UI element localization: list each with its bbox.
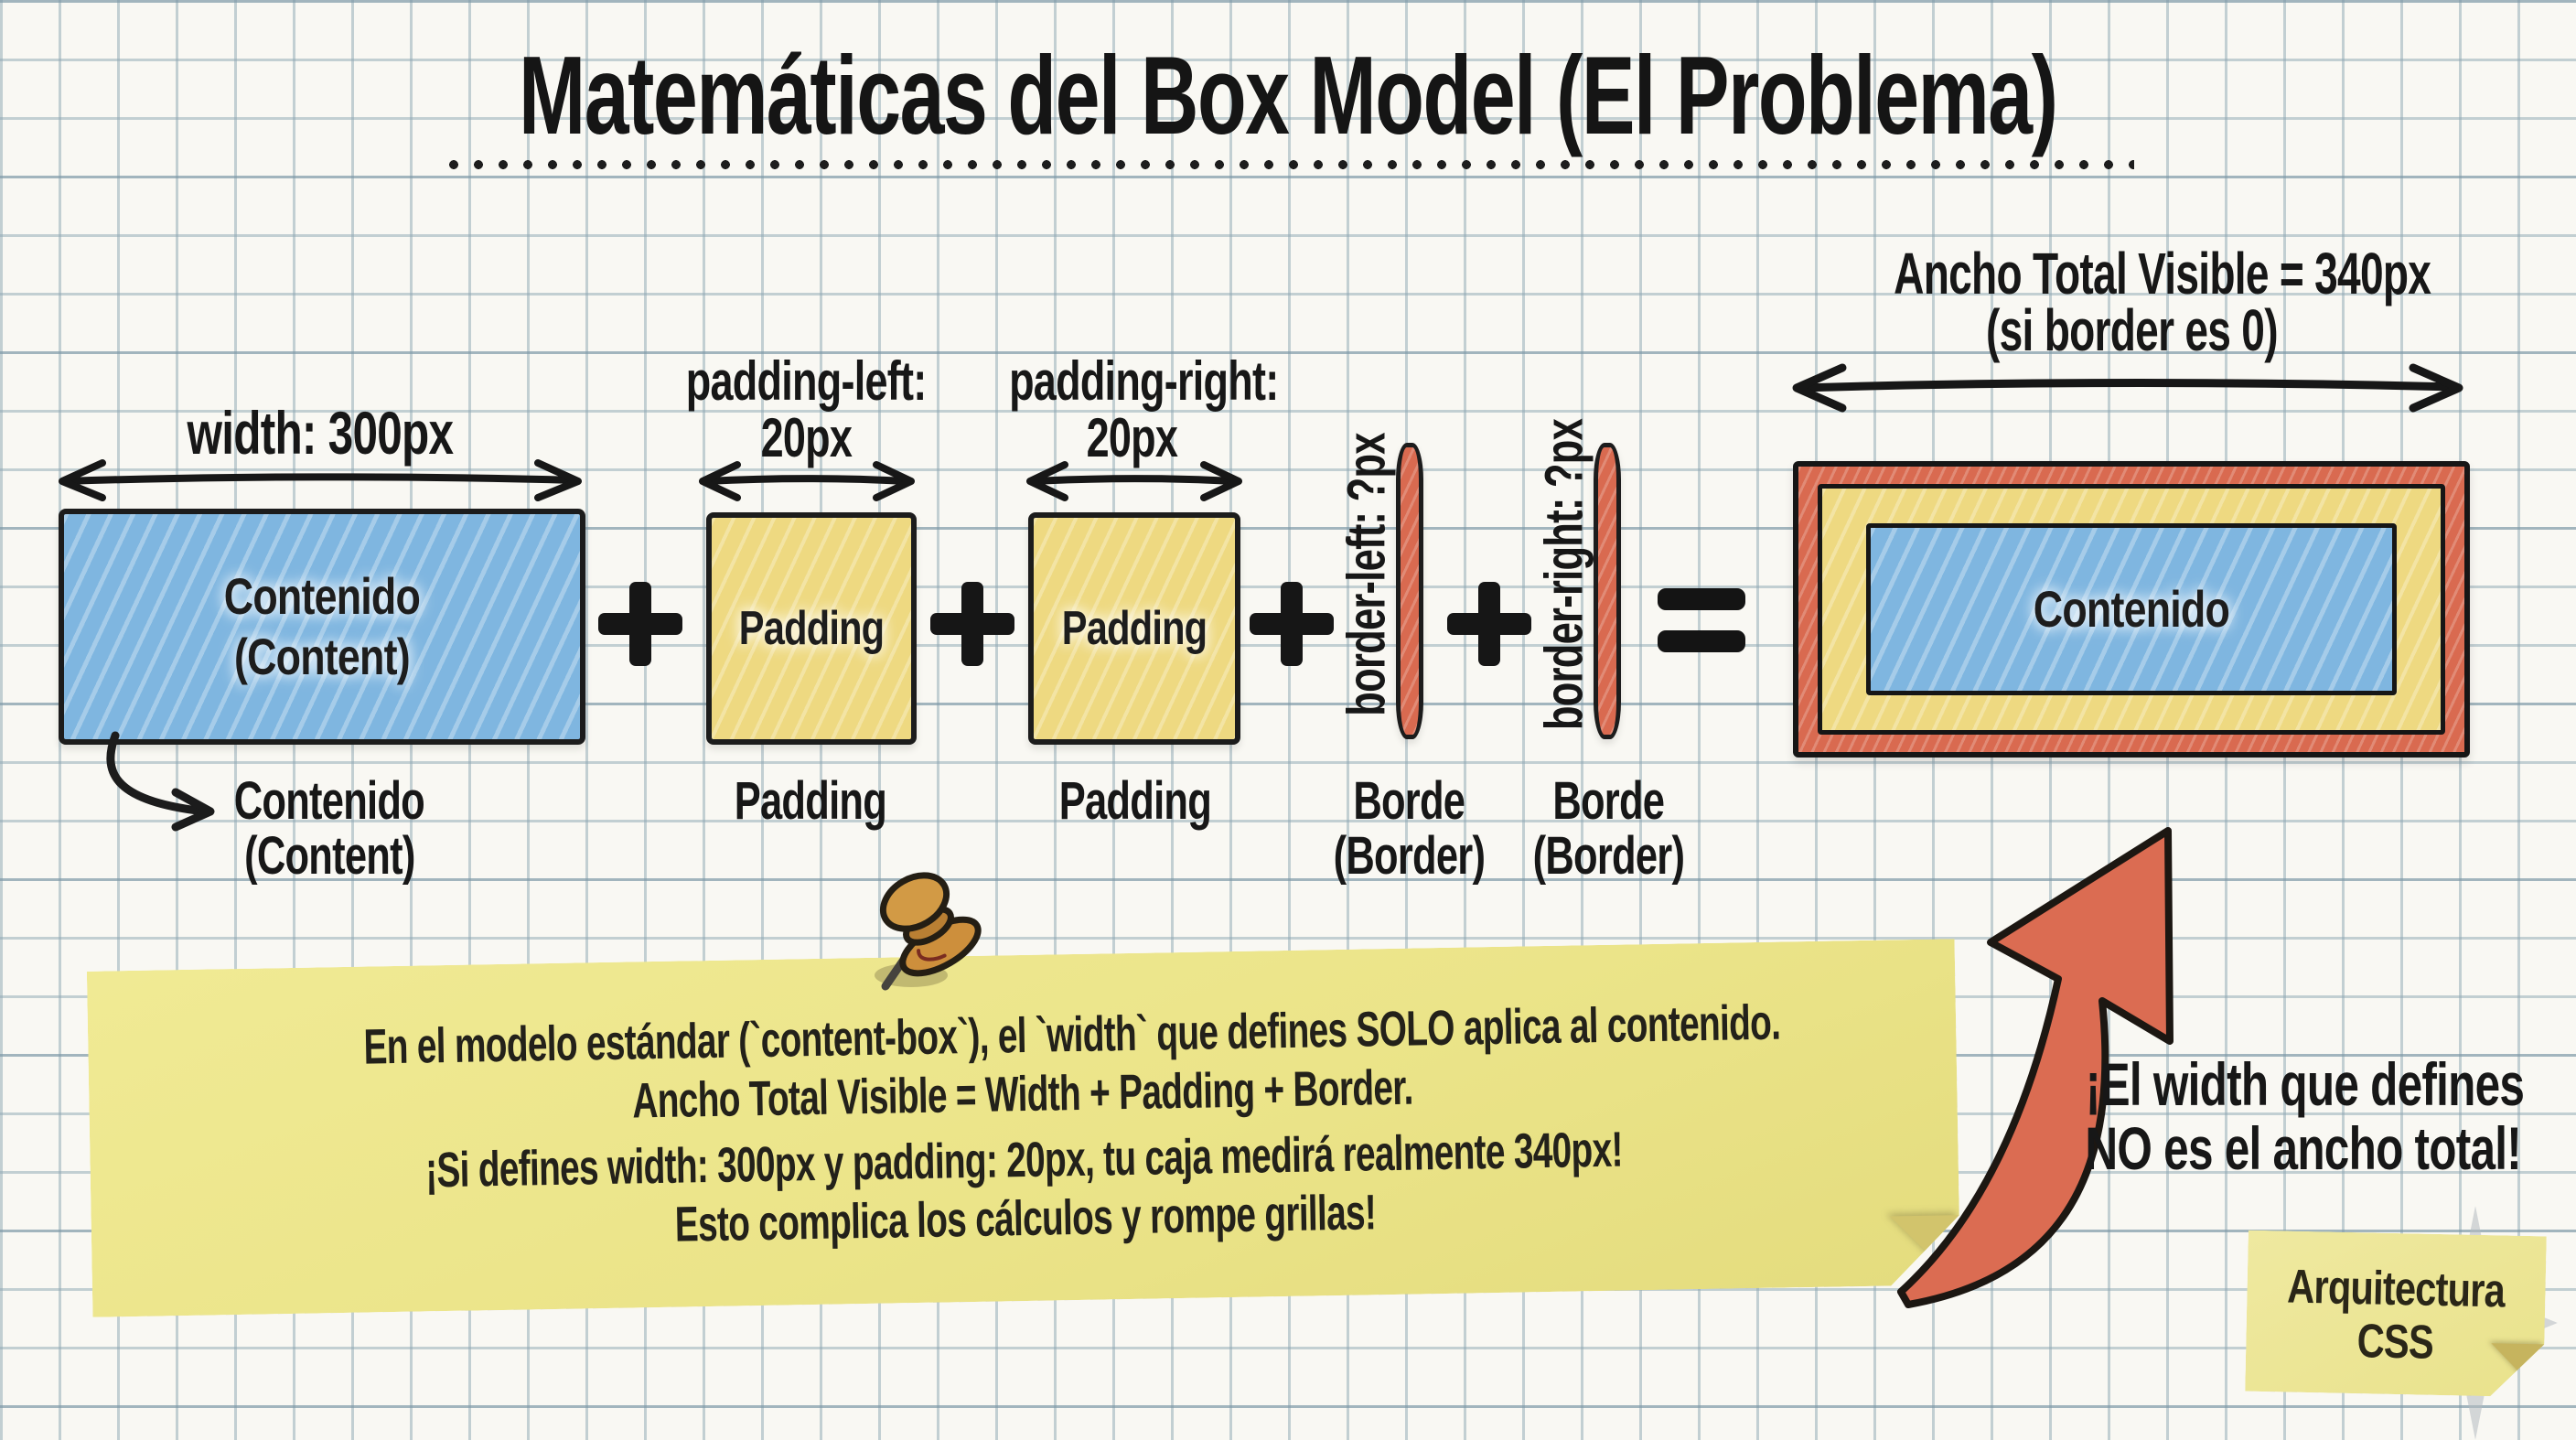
- content-callout-line2: (Content): [243, 826, 415, 886]
- border-left-caption: Borde (Border): [1333, 771, 1485, 886]
- border-left-dimension-label: border-left: ?px: [1336, 433, 1397, 716]
- content-box-label-line2: (Content): [234, 628, 411, 685]
- emphasis-arrow-icon: [1897, 827, 2174, 1308]
- page-title: Matemáticas del Box Model (El Problema): [519, 33, 2058, 157]
- border-left-bar: [1396, 443, 1423, 739]
- border-right-caption: Borde (Border): [1532, 771, 1684, 886]
- plus-icon: [598, 582, 682, 666]
- result-width-arrow-icon: [1792, 363, 2463, 413]
- padding-left-box: Padding: [706, 512, 917, 745]
- push-pin-icon: [875, 872, 982, 991]
- sticky-note: En el modelo estándar (`content-box`), e…: [87, 939, 1960, 1317]
- padding-left-caption: Padding: [734, 771, 887, 831]
- corner-note-line1: Arquitectura: [2287, 1260, 2506, 1318]
- equals-icon: [1658, 588, 1745, 652]
- sticky-note-text: En el modelo estándar (`content-box`), e…: [88, 990, 1959, 1264]
- corner-note: Arquitectura CSS: [2245, 1230, 2547, 1398]
- content-width-label: width: 300px: [187, 399, 455, 467]
- padding-right-arrow-icon: [1026, 461, 1242, 501]
- plus-icon: [1250, 582, 1334, 666]
- content-callout-line1: Contenido: [233, 771, 425, 831]
- result-box-content-label: Contenido: [2033, 580, 2230, 638]
- content-box-label-line1: Contenido: [223, 567, 421, 625]
- corner-note-text: Arquitectura CSS: [2246, 1260, 2546, 1372]
- plus-icon: [1447, 582, 1531, 666]
- sticky-note-line: Ancho Total Visible = Width + Padding + …: [632, 1059, 1414, 1129]
- content-width-arrow-icon: [59, 459, 582, 501]
- padding-right-box: Padding: [1028, 512, 1240, 745]
- border-right-dimension-label: border-right: ?px: [1534, 418, 1594, 731]
- content-callout-arrow-icon: [106, 731, 215, 832]
- annotation-text: ¡El width que defines NO es el ancho tot…: [2012, 1052, 2547, 1180]
- plus-icon: [930, 582, 1014, 666]
- padding-left-dimension-label: padding-left: 20px: [685, 350, 927, 468]
- result-dimension-label: Ancho Total Visible = 340px (si border e…: [1894, 241, 2431, 363]
- page-header: Matemáticas del Box Model (El Problema): [0, 31, 2576, 159]
- corner-note-line2: CSS: [2356, 1315, 2434, 1370]
- title-dotted-underline: [442, 157, 2134, 172]
- padding-right-dimension-label: padding-right: 20px: [1009, 350, 1279, 468]
- padding-right-caption: Padding: [1058, 771, 1212, 831]
- annotation-line1: ¡El width que defines: [2085, 1050, 2525, 1118]
- padding-right-box-label: Padding: [1061, 602, 1208, 655]
- content-callout-label: Contenido (Content): [156, 774, 503, 884]
- result-box: Contenido: [1793, 461, 2470, 758]
- result-box-content: Contenido: [1866, 523, 2397, 695]
- annotation-line2: NO es el ancho total!: [2085, 1114, 2522, 1182]
- border-right-bar: [1594, 443, 1621, 739]
- padding-left-arrow-icon: [699, 461, 915, 501]
- padding-left-box-label: Padding: [738, 602, 885, 655]
- result-box-padding-ring: Contenido: [1818, 484, 2445, 735]
- sticky-note-line: Esto complica los cálculos y rompe grill…: [674, 1185, 1377, 1252]
- content-box: Contenido (Content): [59, 509, 585, 745]
